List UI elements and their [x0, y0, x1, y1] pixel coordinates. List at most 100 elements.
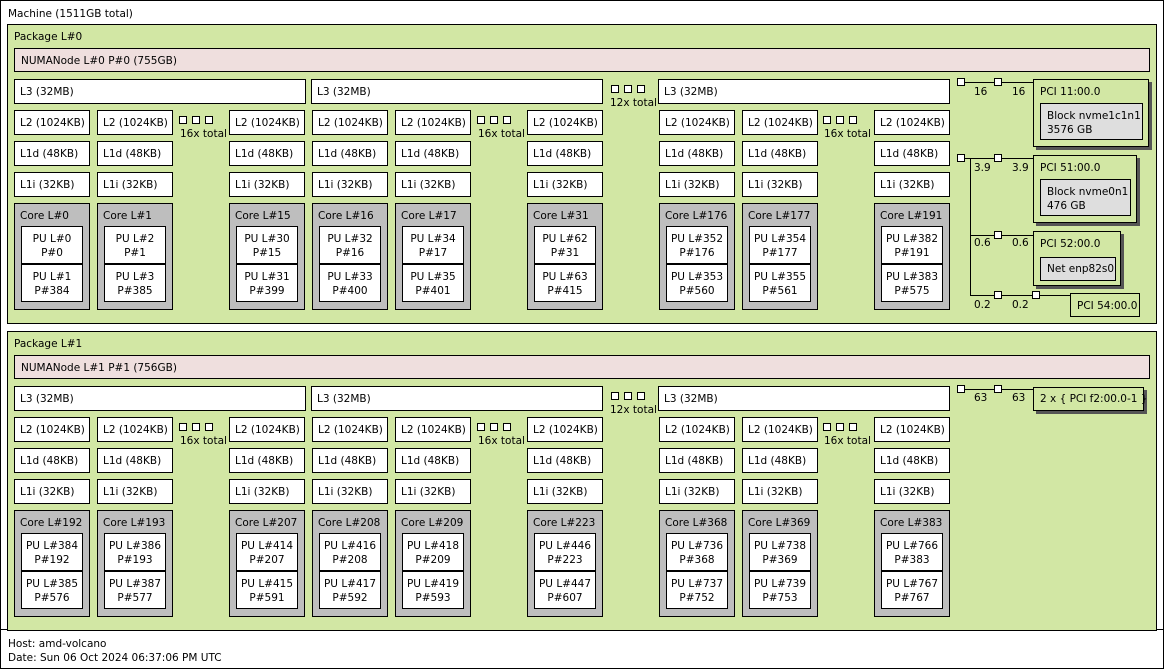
l2-label: L2 (1024KB)	[103, 117, 168, 129]
more-l3-indicator	[611, 392, 619, 400]
l2-label: L2 (1024KB)	[533, 117, 598, 129]
pu-pnum: P#15	[252, 247, 282, 259]
core-label: Core L#176	[665, 210, 728, 222]
core-label: Core L#369	[748, 517, 811, 529]
l1d-cache	[14, 141, 90, 166]
pu-box	[236, 226, 298, 264]
pu-label: PU L#415	[240, 578, 294, 590]
l1i-cache	[874, 172, 950, 197]
l1i-label: L1i (32KB)	[665, 486, 720, 498]
net-device[interactable]	[1040, 257, 1116, 281]
pu-box	[402, 264, 464, 302]
pu-label: PU L#32	[327, 233, 373, 245]
link-line	[964, 389, 995, 390]
pu-label: PU L#446	[538, 540, 592, 552]
block-device[interactable]	[1040, 179, 1131, 216]
numa-node	[14, 48, 1150, 72]
l1i-label: L1i (32KB)	[103, 179, 158, 191]
pu-label: PU L#2	[115, 233, 155, 245]
pu-box	[104, 571, 166, 609]
l1i-label: L1i (32KB)	[401, 486, 456, 498]
more-cores-indicator	[503, 116, 511, 124]
pci-device-group[interactable]	[1033, 387, 1144, 411]
l1d-cache	[229, 448, 305, 473]
l1d-cache	[14, 448, 90, 473]
link-speed: 16	[1012, 86, 1026, 98]
more-cores-indicator	[205, 423, 213, 431]
l1d-label: L1d (48KB)	[665, 455, 724, 467]
pu-pnum: P#560	[679, 285, 715, 297]
more-cores-indicator	[192, 423, 200, 431]
block-name: Block nvme0n1	[1047, 186, 1129, 198]
l1i-label: L1i (32KB)	[235, 486, 290, 498]
l1i-cache	[312, 479, 388, 504]
pu-pnum: P#177	[762, 247, 798, 259]
pu-pnum: P#31	[550, 247, 580, 259]
pu-label: PU L#418	[406, 540, 460, 552]
block-name: Block nvme1c1n1	[1047, 110, 1141, 122]
more-cores-indicator	[192, 116, 200, 124]
l3-label: L3 (32MB)	[317, 393, 371, 405]
pu-box	[881, 226, 943, 264]
core-label: Core L#15	[235, 210, 291, 222]
l2-cache	[742, 110, 818, 135]
l1i-cache	[527, 479, 603, 504]
l2-cache	[874, 110, 950, 135]
core-label: Core L#1	[103, 210, 152, 222]
link-line	[1001, 158, 1033, 159]
pu-label: PU L#739	[753, 578, 807, 590]
pu-label: PU L#416	[323, 540, 377, 552]
l1i-cache	[395, 479, 471, 504]
pu-box	[104, 264, 166, 302]
l1i-cache	[527, 172, 603, 197]
l1i-cache	[97, 172, 173, 197]
pu-box	[402, 571, 464, 609]
l1d-cache	[742, 448, 818, 473]
pu-pnum: P#400	[332, 285, 368, 297]
l1d-cache	[312, 448, 388, 473]
pu-label: PU L#354	[753, 233, 807, 245]
link-line	[1001, 82, 1033, 83]
pu-label: PU L#30	[244, 233, 290, 245]
pu-pnum: P#176	[679, 247, 715, 259]
pu-box	[881, 571, 943, 609]
l2-label: L2 (1024KB)	[748, 424, 813, 436]
core-label: Core L#368	[665, 517, 728, 529]
link-speed: 0.6	[1012, 237, 1029, 249]
l1d-label: L1d (48KB)	[880, 148, 939, 160]
pu-label: PU L#414	[240, 540, 294, 552]
pci-label: PCI 52:00.0	[1040, 238, 1101, 250]
more-l3-indicator	[611, 85, 619, 93]
l1d-cache	[312, 141, 388, 166]
l2-total-label: 16x total	[478, 435, 525, 447]
l1i-label: L1i (32KB)	[748, 486, 803, 498]
l2-label: L2 (1024KB)	[318, 424, 383, 436]
pu-pnum: P#192	[34, 554, 70, 566]
l1i-cache	[14, 172, 90, 197]
pu-box	[666, 571, 728, 609]
pu-box	[666, 533, 728, 571]
l1i-cache	[659, 479, 735, 504]
bus-line	[970, 158, 971, 295]
l1d-cache	[659, 448, 735, 473]
l1d-label: L1d (48KB)	[748, 148, 807, 160]
pu-box	[319, 571, 381, 609]
pu-label: PU L#767	[885, 578, 939, 590]
l2-cache	[14, 417, 90, 442]
more-cores-indicator	[477, 423, 485, 431]
pu-box	[236, 264, 298, 302]
link-speed: 63	[974, 392, 988, 404]
block-device[interactable]	[1040, 103, 1143, 140]
l3-cache	[14, 79, 306, 104]
pu-box	[236, 571, 298, 609]
pci-device[interactable]	[1070, 293, 1140, 317]
l3-cache	[658, 386, 950, 411]
pu-box	[104, 533, 166, 571]
link-speed: 0.2	[974, 299, 991, 311]
pu-label: PU L#387	[108, 578, 162, 590]
l2-cache	[97, 417, 173, 442]
pu-box	[402, 533, 464, 571]
pu-label: PU L#386	[108, 540, 162, 552]
footer-date: Date: Sun 06 Oct 2024 06:37:06 PM UTC	[8, 652, 222, 664]
block-size: 476 GB	[1047, 200, 1086, 212]
